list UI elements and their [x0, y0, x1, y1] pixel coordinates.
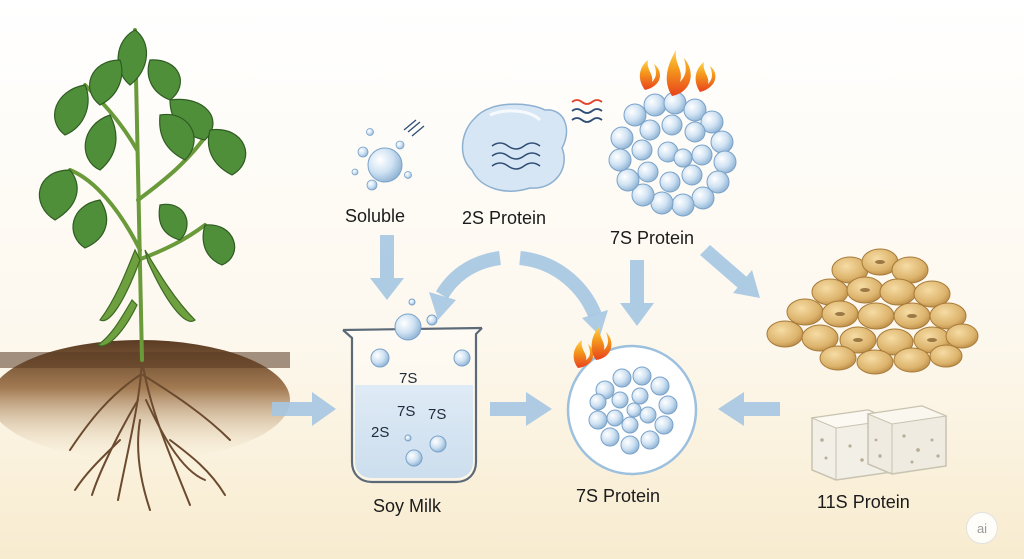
- protein-7s-center-icon: [566, 344, 698, 476]
- arrow-7s-to-beans: [700, 245, 760, 298]
- arrow-milk-to-7s: [490, 392, 552, 426]
- flame-icon: [573, 326, 612, 368]
- flame-icon: [639, 50, 716, 96]
- ai-badge: ai: [966, 512, 998, 544]
- soybean-plant-icon: [0, 28, 290, 511]
- label-7s-protein-center: 7S Protein: [576, 486, 661, 506]
- arrow-curve-to-7s: [519, 251, 602, 318]
- flow-arrows: [272, 235, 780, 426]
- arrow-curve-to-milk: [435, 251, 502, 299]
- beaker-label-7s: 7S: [428, 406, 447, 423]
- label-soluble: Soluble: [345, 206, 406, 226]
- beaker-label-7s: 7S: [397, 403, 416, 420]
- soybean-pile-icon: [766, 248, 979, 375]
- protein-7s-top-icon: [608, 91, 737, 217]
- label-11s-protein: 11S Protein: [817, 492, 910, 512]
- heat-wave-icon: [571, 99, 603, 123]
- arrow-soluble-to-milk: [370, 235, 404, 300]
- beaker-label-2s: 2S: [371, 424, 390, 441]
- arrow-11s-to-7s: [718, 392, 780, 426]
- protein-2s-icon: [461, 103, 568, 192]
- beaker-icon: [342, 298, 483, 484]
- tofu-icon: [810, 405, 948, 481]
- label-2s-protein: 2S Protein: [462, 208, 547, 228]
- label-soy-milk: Soy Milk: [373, 496, 442, 516]
- arrow-plant-to-milk: [272, 392, 336, 426]
- soluble-bubbles-icon: [351, 119, 425, 191]
- arrow-7s-down: [620, 260, 654, 326]
- beaker-label-7s: 7S: [399, 370, 418, 387]
- label-7s-protein-top: 7S Protein: [610, 228, 695, 248]
